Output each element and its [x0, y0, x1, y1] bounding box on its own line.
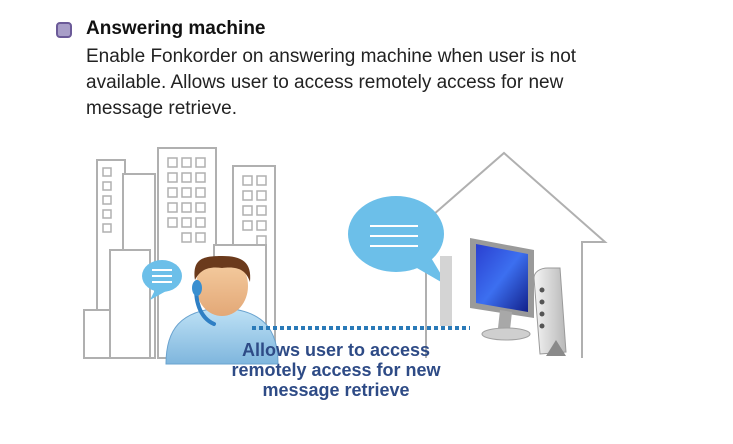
- illustration-caption: Allows user to access remotely access fo…: [186, 340, 486, 400]
- description-line: available. Allows user to access remotel…: [86, 72, 564, 93]
- description-line: message retrieve.: [86, 98, 238, 119]
- answering-device-icon: [533, 267, 567, 356]
- square-bullet-icon: [56, 22, 72, 38]
- computer-monitor-icon: [440, 238, 534, 341]
- description-line: Enable Fonkorder on answering machine wh…: [86, 46, 577, 67]
- speech-bubble-icon: [142, 260, 182, 300]
- feature-description: Enable Fonkorder on answering machine wh…: [86, 44, 646, 122]
- caption-line: Allows user to access: [241, 340, 431, 360]
- caption-line: message retrieve: [262, 380, 410, 400]
- feature-title: Answering machine: [86, 18, 266, 39]
- person-with-headset-icon: [165, 256, 279, 365]
- message-bubble-icon: [348, 196, 448, 286]
- caption-line: remotely access for new: [231, 360, 441, 380]
